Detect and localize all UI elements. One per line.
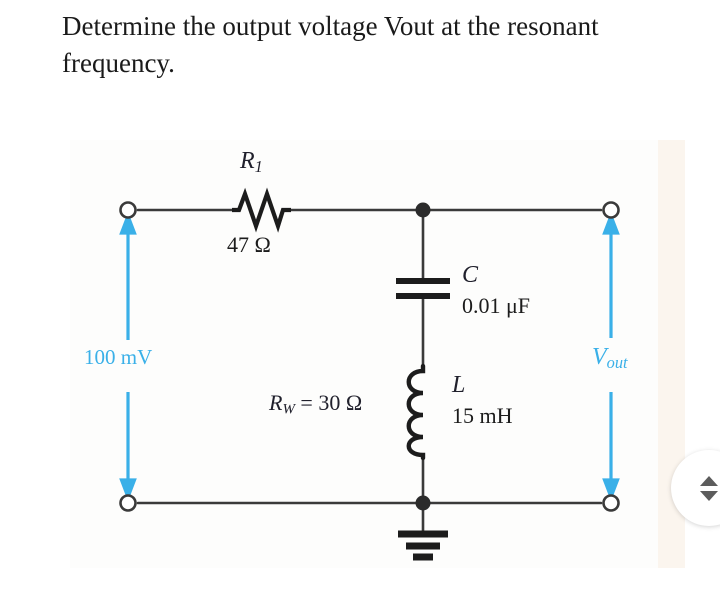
junction-node-bottom (415, 495, 431, 511)
junction-node-top (415, 202, 431, 218)
terminal-input-top (119, 201, 137, 219)
terminal-output-bottom (602, 494, 620, 512)
resistor-value-label: 47 Ω (227, 232, 271, 257)
winding-resistance-label: RW = 30 Ω (269, 390, 363, 418)
resistor-symbol (232, 187, 291, 233)
triangle-up-icon[interactable] (700, 475, 718, 486)
capacitor-designator-label: C (462, 262, 479, 288)
output-voltage-label: Vout (592, 344, 628, 373)
source-voltage-label: 100 mV (84, 345, 153, 369)
capacitor-symbol (396, 278, 450, 299)
question-text: Determine the output voltage Vout at the… (62, 11, 599, 79)
triangle-down-icon[interactable] (700, 490, 718, 501)
terminal-input-bottom (119, 494, 137, 512)
circuit-wires (136, 208, 603, 533)
inductor-designator-label: L (452, 372, 466, 398)
figure-panel (70, 140, 685, 568)
resistor-designator-label: R1 (240, 148, 263, 177)
source-voltage-arrow (119, 211, 137, 502)
terminal-output-top (602, 201, 620, 219)
ground-symbol (398, 530, 448, 561)
inductor-value-label: 15 mH (452, 403, 513, 428)
output-voltage-arrow (602, 211, 620, 502)
inductor-symbol (406, 363, 426, 461)
capacitor-value-label: 0.01 μF (462, 293, 531, 318)
